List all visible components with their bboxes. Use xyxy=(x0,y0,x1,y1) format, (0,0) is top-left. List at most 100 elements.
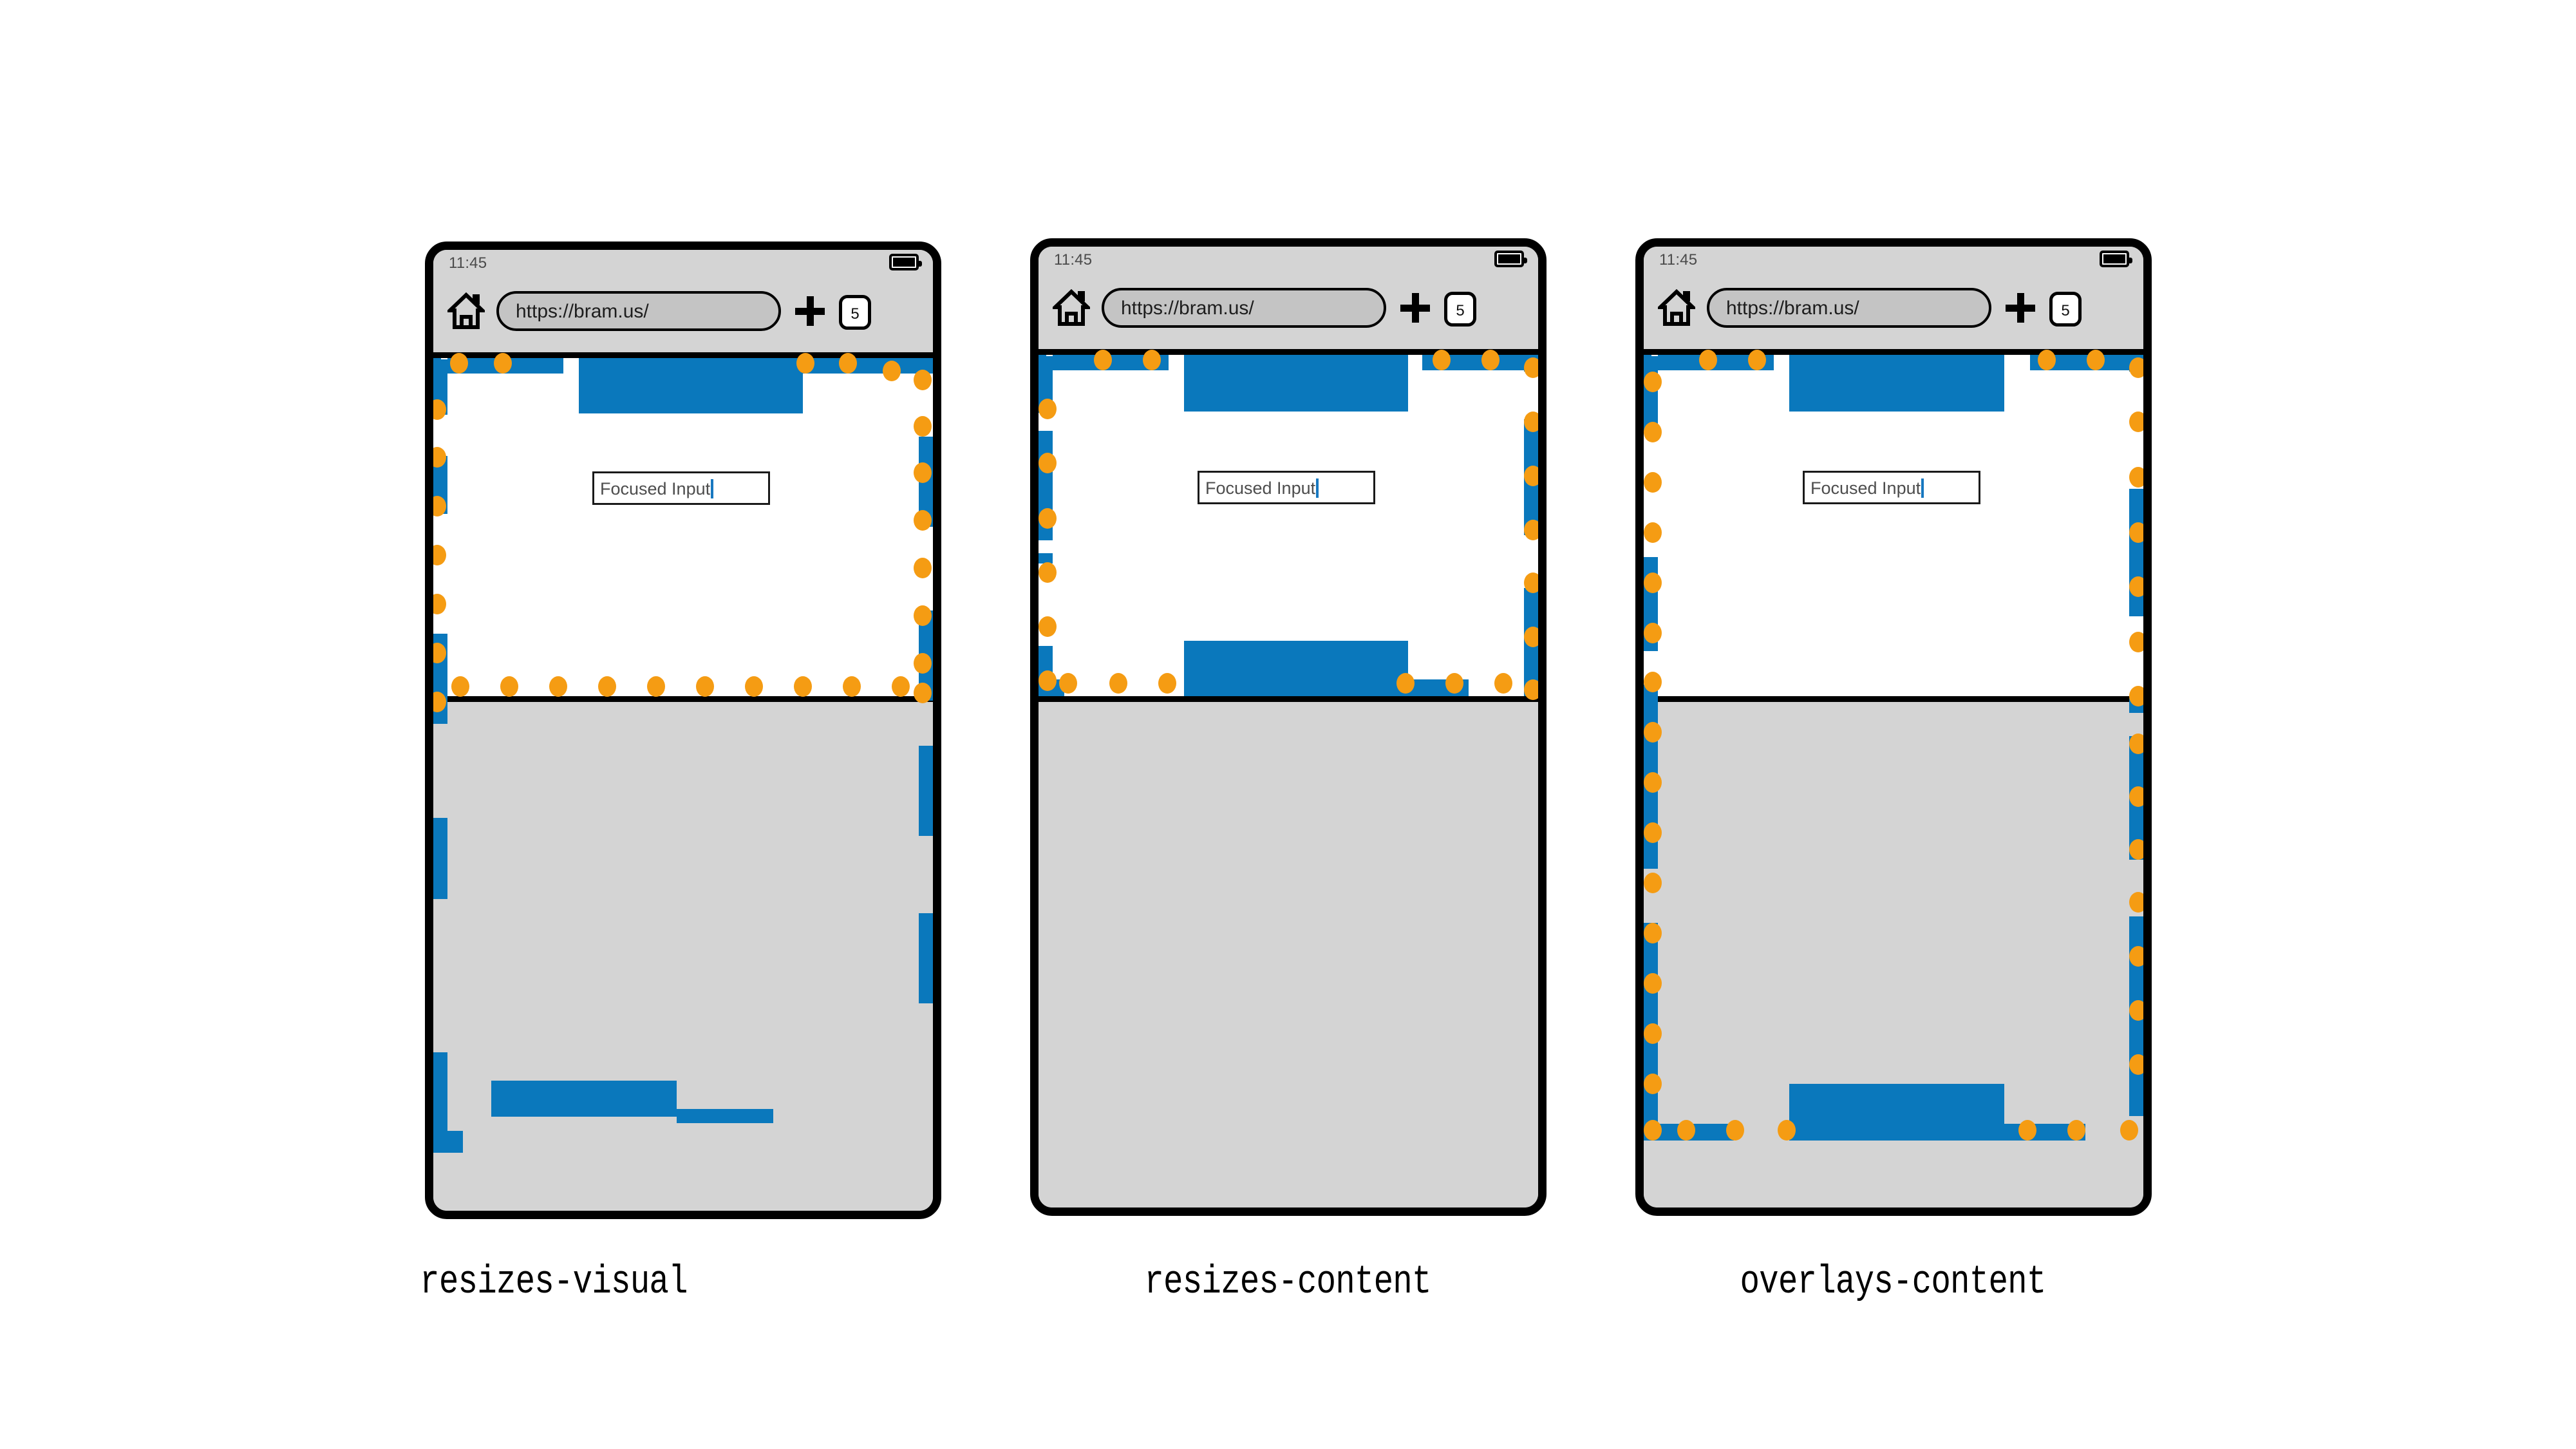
visual-viewport-dot xyxy=(1644,672,1662,692)
url-bar[interactable]: https://bram.us/ xyxy=(1707,288,1991,328)
visual-viewport-dot xyxy=(1094,350,1112,370)
visual-viewport-dot xyxy=(433,496,446,516)
visual-viewport-dot xyxy=(1059,673,1077,694)
plus-icon[interactable] xyxy=(795,296,825,326)
layout-viewport-segment xyxy=(1184,641,1408,696)
status-bar: 11:45 xyxy=(1039,247,1538,275)
visual-viewport-dot xyxy=(1644,573,1662,593)
visual-viewport-dot xyxy=(2129,576,2143,597)
layout-viewport-segment xyxy=(1644,356,1658,431)
tab-count-button[interactable]: 5 xyxy=(1444,292,1476,327)
layout-viewport-segment xyxy=(1039,553,1053,564)
visual-viewport-dot xyxy=(433,643,446,663)
battery-full-icon xyxy=(2100,251,2132,267)
visual-viewport-dot xyxy=(2129,892,2143,913)
visual-viewport-dot xyxy=(2087,350,2105,370)
layout-viewport-segment xyxy=(798,358,933,374)
visual-viewport-dot xyxy=(1524,412,1538,432)
visual-viewport-dot xyxy=(1143,350,1161,370)
plus-icon[interactable] xyxy=(2006,293,2035,323)
visual-viewport-dot xyxy=(433,545,446,565)
visual-viewport-dot xyxy=(1039,562,1057,583)
visual-viewport-dot xyxy=(2129,412,2143,432)
content-keyboard-divider xyxy=(1644,696,2143,702)
caption-resizes-content: resizes-content xyxy=(1144,1259,1431,1305)
visual-viewport-dot xyxy=(696,676,714,697)
content-keyboard-divider xyxy=(1039,696,1538,702)
home-icon[interactable] xyxy=(1053,289,1090,327)
visual-viewport-dot xyxy=(1644,1074,1662,1094)
visual-viewport-dot xyxy=(433,399,446,420)
visual-viewport-dot xyxy=(1644,522,1662,543)
visual-viewport-dot xyxy=(1644,923,1662,943)
visual-viewport-dot xyxy=(2129,1000,2143,1021)
visual-viewport-dot xyxy=(549,676,567,697)
visual-viewport-dot xyxy=(1644,973,1662,994)
visual-viewport-dot xyxy=(2129,632,2143,652)
visual-viewport-dot xyxy=(796,353,814,374)
home-icon[interactable] xyxy=(447,292,485,330)
plus-icon[interactable] xyxy=(1400,293,1430,323)
visual-viewport-dot xyxy=(914,510,932,531)
visual-viewport-dot xyxy=(2129,839,2143,860)
visual-viewport-dot xyxy=(914,683,932,703)
layout-viewport-segment xyxy=(433,1131,463,1153)
browser-chrome: 11:45 https://bram.us/ 5 xyxy=(1039,247,1538,355)
visual-viewport-dot xyxy=(1524,679,1538,700)
visual-viewport-dot xyxy=(494,353,512,374)
visual-viewport-dot xyxy=(914,653,932,674)
visual-viewport-dot xyxy=(647,676,665,697)
tab-count-label: 5 xyxy=(1456,302,1465,319)
visual-viewport-dot xyxy=(1644,772,1662,793)
visual-viewport-dot xyxy=(745,676,763,697)
caption-overlays-content: overlays-content xyxy=(1740,1259,2046,1305)
focused-input-field[interactable]: Focused Input xyxy=(1198,471,1375,504)
visual-viewport-dot xyxy=(914,558,932,578)
web-content-pane: Focused Input xyxy=(1039,355,1538,696)
visual-viewport-dot xyxy=(1726,1120,1744,1141)
visual-viewport-dot xyxy=(1644,1120,1662,1141)
layout-viewport-segment xyxy=(2129,489,2143,616)
content-keyboard-divider xyxy=(433,696,933,702)
text-caret xyxy=(1921,478,1924,498)
visual-viewport-dot xyxy=(500,676,518,697)
visual-viewport-dot xyxy=(1644,422,1662,442)
visual-viewport-dot xyxy=(1748,350,1766,370)
focused-input-field[interactable]: Focused Input xyxy=(592,471,770,505)
visual-viewport-dot xyxy=(914,605,932,626)
tab-count-label: 5 xyxy=(2061,302,2070,319)
layout-viewport-segment xyxy=(579,358,803,413)
tab-count-button[interactable]: 5 xyxy=(839,295,871,330)
browser-toolbar: https://bram.us/ 5 xyxy=(433,279,933,352)
browser-toolbar: https://bram.us/ 5 xyxy=(1644,276,2143,348)
visual-viewport-dot xyxy=(914,462,932,483)
visual-viewport-dot xyxy=(2067,1120,2085,1141)
visual-viewport-dot xyxy=(2038,350,2056,370)
tab-count-button[interactable]: 5 xyxy=(2049,292,2082,327)
layout-viewport-segment xyxy=(433,1052,447,1131)
visual-viewport-dot xyxy=(2129,1054,2143,1075)
visual-viewport-dot xyxy=(433,594,446,614)
focused-input-field[interactable]: Focused Input xyxy=(1803,471,1980,504)
layout-viewport-segment xyxy=(1789,355,2004,412)
visual-viewport-dot xyxy=(1039,399,1057,419)
visual-viewport-dot xyxy=(1524,627,1538,647)
visual-viewport-dot xyxy=(433,692,446,712)
battery-full-icon xyxy=(889,254,922,270)
status-bar: 11:45 xyxy=(433,250,933,278)
visual-viewport-dot xyxy=(2129,946,2143,967)
visual-viewport-dot xyxy=(1644,873,1662,893)
visual-viewport-dot xyxy=(794,676,812,697)
url-bar[interactable]: https://bram.us/ xyxy=(496,291,781,331)
text-caret xyxy=(711,479,714,498)
layout-viewport-segment xyxy=(677,1109,773,1123)
home-icon[interactable] xyxy=(1658,289,1695,327)
visual-viewport-dot xyxy=(433,447,446,468)
visual-viewport-dot xyxy=(1677,1120,1695,1141)
url-bar[interactable]: https://bram.us/ xyxy=(1102,288,1386,328)
keyboard-pane xyxy=(433,702,933,1211)
visual-viewport-dot xyxy=(843,676,861,697)
visual-viewport-dot xyxy=(1445,673,1463,694)
visual-viewport-dot xyxy=(1644,623,1662,643)
browser-chrome: 11:45 https://bram.us/ 5 xyxy=(433,250,933,358)
